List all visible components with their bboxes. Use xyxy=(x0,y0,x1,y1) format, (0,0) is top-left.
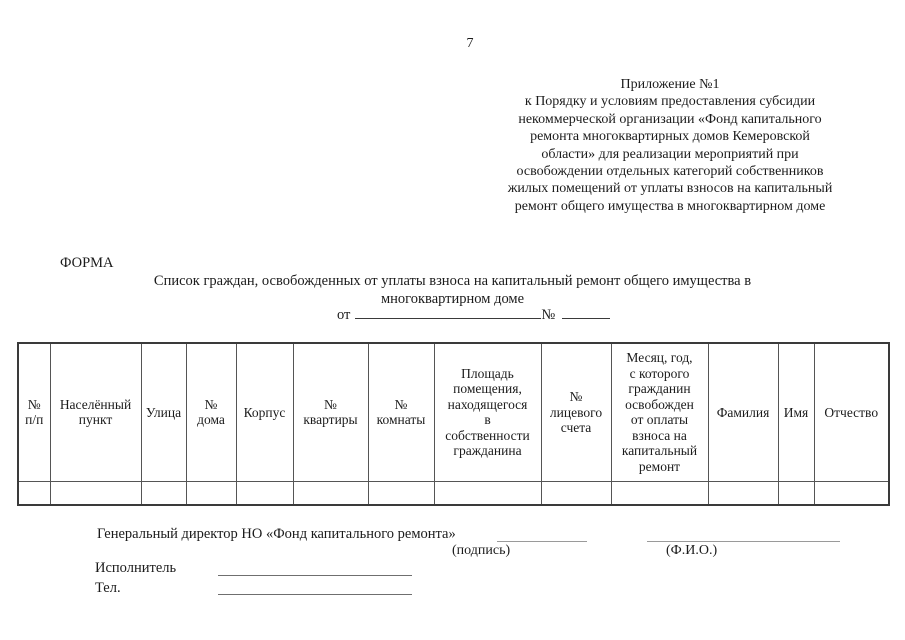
signature-blank-line xyxy=(497,527,587,542)
document-title: Список граждан, освобожденных от уплаты … xyxy=(0,272,905,308)
empty-cell xyxy=(292,480,369,506)
table-header-row: № п/п Населённый пункт Улица № дома Корп… xyxy=(17,342,890,482)
fio-blank-line xyxy=(647,527,840,542)
header-exemption-date: Месяц, год, с которого гражданин освобож… xyxy=(610,342,709,482)
executor-label: Исполнитель xyxy=(95,560,177,576)
header-patronymic: Отчество xyxy=(813,342,890,482)
appendix-line: некоммерческой организации «Фонд капитал… xyxy=(518,111,822,127)
tel-label: Тел. xyxy=(95,580,121,596)
header-street: Улица xyxy=(140,342,187,482)
empty-cell xyxy=(185,480,237,506)
empty-cell xyxy=(707,480,779,506)
document-title-line-1: Список граждан, освобожденных от уплаты … xyxy=(153,273,752,289)
header-building: Корпус xyxy=(235,342,294,482)
header-house-number: № дома xyxy=(185,342,237,482)
number-blank-line xyxy=(562,305,611,319)
page-number: 7 xyxy=(466,36,474,51)
appendix-line: области» для реализации мероприятий при xyxy=(541,146,799,162)
empty-cell xyxy=(433,480,542,506)
header-room-number: № комнаты xyxy=(367,342,435,482)
header-apartment-number: № квартиры xyxy=(292,342,369,482)
appendix-line: ремонт общего имущества в многоквартирно… xyxy=(514,198,826,214)
date-prefix: от xyxy=(337,307,351,323)
appendix-line: к Порядку и условиям предоставления субс… xyxy=(524,94,816,110)
date-blank-line xyxy=(355,305,542,319)
header-np-pp: № п/п xyxy=(17,342,51,482)
empty-cell xyxy=(540,480,612,506)
empty-cell xyxy=(777,480,815,506)
header-surname: Фамилия xyxy=(707,342,779,482)
signature-caption: (подпись) xyxy=(452,543,511,558)
number-prefix: № xyxy=(541,307,556,323)
appendix-block: Приложение №1 к Порядку и условиям предо… xyxy=(488,76,852,215)
empty-cell xyxy=(367,480,435,506)
header-firstname: Имя xyxy=(777,342,815,482)
header-account-number: № лицевого счета xyxy=(540,342,612,482)
executor-blank-line xyxy=(218,562,412,576)
header-premises-area: Площадь помещения, находящегося в собств… xyxy=(433,342,542,482)
header-settlement: Населённый пункт xyxy=(49,342,142,482)
empty-cell xyxy=(17,480,51,506)
appendix-line: жилых помещений от уплаты взносов на кап… xyxy=(507,181,833,197)
tel-blank-line xyxy=(218,581,412,595)
appendix-line: ремонта многоквартирных домов Кемеровско… xyxy=(530,129,810,145)
appendix-line: освобождении отдельных категорий собстве… xyxy=(516,164,824,180)
empty-cell xyxy=(813,480,890,506)
table-empty-row xyxy=(17,480,890,506)
appendix-line: Приложение №1 xyxy=(620,77,720,92)
empty-cell xyxy=(49,480,142,506)
citizens-table-wrapper: № п/п Населённый пункт Улица № дома Корп… xyxy=(17,342,890,506)
director-label: Генеральный директор НО «Фонд капитально… xyxy=(97,526,456,542)
citizens-table: № п/п Населённый пункт Улица № дома Корп… xyxy=(17,342,890,506)
form-label: ФОРМА xyxy=(60,255,114,271)
empty-cell xyxy=(235,480,294,506)
date-number-line: от № xyxy=(337,305,611,324)
fio-caption: (Ф.И.О.) xyxy=(666,543,718,558)
document-title-line-2: многоквартирном доме xyxy=(380,291,525,307)
empty-cell xyxy=(140,480,187,506)
empty-cell xyxy=(610,480,709,506)
